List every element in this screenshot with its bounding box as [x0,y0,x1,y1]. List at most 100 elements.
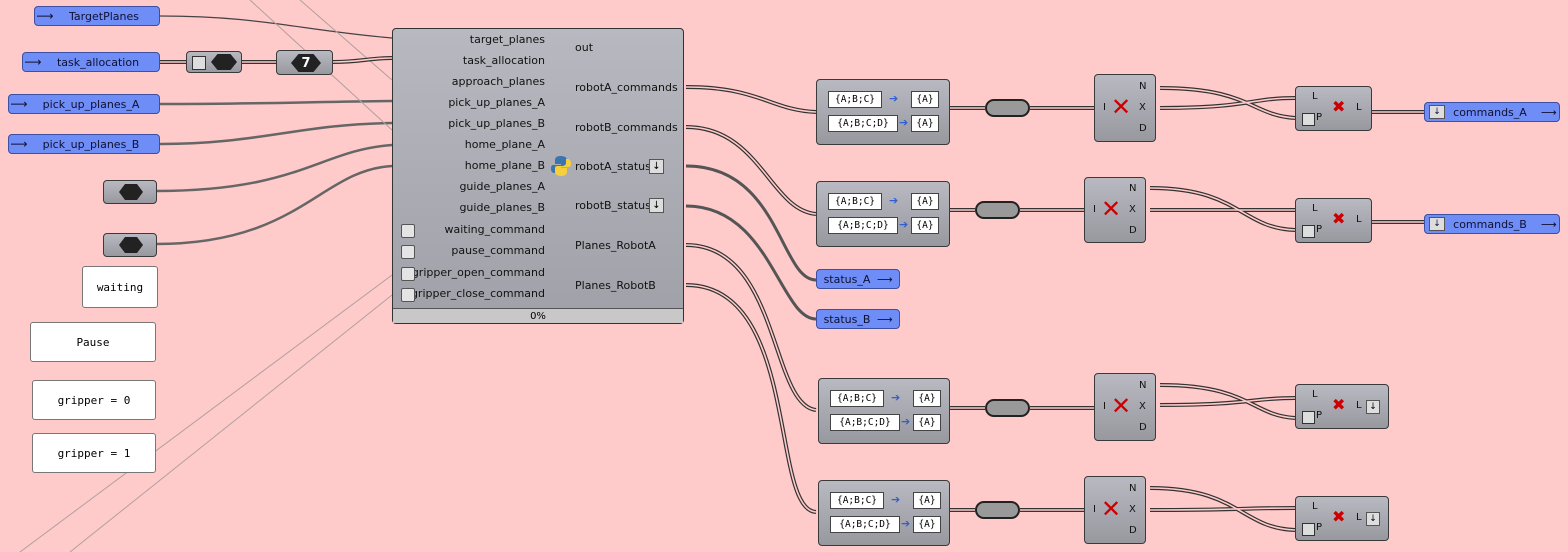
input-target-planes[interactable]: target_planes [469,33,545,46]
waiting-checkbox[interactable] [401,224,415,238]
gripper0-panel[interactable]: gripper = 0 [32,380,156,420]
python-component[interactable]: target_planes task_allocation approach_p… [392,28,684,324]
split-component-1[interactable]: I ✕ N X D [1094,74,1156,142]
path-target-b-text: {A} [918,393,936,404]
input-pause-command[interactable]: pause_command [451,244,545,257]
relay-2[interactable] [975,201,1020,219]
output-planes-robotb[interactable]: Planes_RobotB [575,279,656,292]
output-planes-robota[interactable]: Planes_RobotA [575,239,656,252]
arrow-icon: ⟶ [1541,105,1557,119]
list-item-x-icon: ✖ [1332,209,1346,228]
path-target-b-text: {A} [916,196,934,207]
path-target-d-text: {A} [918,417,936,428]
x-icon: ✕ [1111,93,1132,121]
number-component[interactable]: 7 [276,50,333,75]
path-source-c-text: {A;B;C;D} [839,417,891,428]
arrow-right-icon: ➔ [901,415,911,428]
number-hexagon-icon: 7 [291,54,321,72]
input-i-label: I [1093,504,1096,515]
input-task-allocation[interactable]: task_allocation [462,54,545,67]
path-mapper-1[interactable]: {A;B;C} ➔ {A} {A;B;C;D} ➔ {A} [816,79,950,145]
output-out[interactable]: out [575,41,594,54]
flatten-arrow-icon: ↓ [649,198,664,213]
arrow-icon: ⟶ [1541,217,1557,231]
input-pick-up-planes-b[interactable]: pick_up_planes_B [448,117,545,130]
relay-3[interactable] [985,399,1030,417]
input-l-label: L [1312,203,1318,214]
input-approach-planes[interactable]: approach_planes [451,75,545,88]
waiting-panel[interactable]: waiting [82,266,158,308]
output-l-label: L [1356,214,1362,225]
input-p-label: P [1316,224,1323,235]
relay-4[interactable] [975,501,1020,519]
path-mapper-4[interactable]: {A;B;C} ➔ {A} {A;B;C;D} ➔ {A} [818,480,950,546]
output-l-label: L [1356,102,1362,113]
status-b-label: status_B [823,312,871,326]
split-component-4[interactable]: I ✕ N X D [1084,476,1146,544]
commands-b-param[interactable]: ↓ commands_B ⟶ [1424,214,1560,234]
output-robota-status[interactable]: robotA_status [575,160,651,173]
input-l-label: L [1312,91,1318,102]
toggle-component-1[interactable] [103,180,157,204]
path-target-d-text: {A} [918,519,936,530]
path-target-d: {A} [911,217,939,234]
path-mapper-3[interactable]: {A;B;C} ➔ {A} {A;B;C;D} ➔ {A} [818,378,950,444]
number-value: 7 [301,55,311,71]
python-logo-icon [550,155,572,177]
path-source-c: {A;B;C;D} [828,217,898,234]
checkbox-icon [192,56,206,70]
pause-checkbox[interactable] [401,245,415,259]
gripper-close-checkbox[interactable] [401,288,415,302]
path-target-d: {A} [913,516,941,533]
pause-panel[interactable]: Pause [30,322,156,362]
status-b-param[interactable]: status_B ⟶ [816,309,900,329]
list-item-1[interactable]: L P ✖ L [1295,86,1372,131]
gripper1-panel[interactable]: gripper = 1 [32,433,156,473]
input-home-plane-a[interactable]: home_plane_A [464,138,545,151]
task-allocation-param[interactable]: ⟶ task_allocation [22,52,160,72]
output-n-label: N [1129,483,1137,494]
commands-a-param[interactable]: ↓ commands_A ⟶ [1424,102,1560,122]
path-mapper-2[interactable]: {A;B;C} ➔ {A} {A;B;C;D} ➔ {A} [816,181,950,247]
path-target-b: {A} [913,390,941,407]
arrow-icon: ⟶ [24,55,42,69]
split-component-2[interactable]: I ✕ N X D [1084,177,1146,243]
status-a-param[interactable]: status_A ⟶ [816,269,900,289]
input-guide-planes-b[interactable]: guide_planes_B [459,201,545,214]
arrow-right-icon: ➔ [889,92,899,105]
input-pick-up-planes-a[interactable]: pick_up_planes_A [448,96,545,109]
input-guide-planes-a[interactable]: guide_planes_A [459,180,545,193]
pause-panel-text: Pause [76,335,110,349]
split-component-3[interactable]: I ✕ N X D [1094,373,1156,441]
arrow-right-icon: ➔ [899,116,909,129]
output-robotb-commands[interactable]: robotB_commands [575,121,678,134]
path-source-a-text: {A;B;C} [836,495,878,506]
arrow-icon: ⟶ [877,312,893,326]
output-robota-commands[interactable]: robotA_commands [575,81,678,94]
relay-1[interactable] [985,99,1030,117]
output-x-label: X [1139,401,1146,412]
list-item-3[interactable]: L P ✖ L ↓ [1295,384,1389,429]
target-planes-param[interactable]: ⟶ TargetPlanes [34,6,160,26]
input-home-plane-b[interactable]: home_plane_B [464,159,545,172]
input-waiting-command[interactable]: waiting_command [444,223,545,236]
commands-b-label: commands_B [1453,217,1527,231]
flatten-arrow-icon: ↓ [1366,400,1380,414]
toggle-component-2[interactable] [103,233,157,257]
x-icon: ✕ [1111,392,1132,420]
list-item-4[interactable]: L P ✖ L ↓ [1295,496,1389,541]
input-gripper-open-command[interactable]: gripper_open_command [411,266,545,279]
pick-up-planes-a-param[interactable]: ⟶ pick_up_planes_A [8,94,160,114]
arrow-right-icon: ➔ [891,493,901,506]
pick-up-planes-b-param[interactable]: ⟶ pick_up_planes_B [8,134,160,154]
list-item-x-icon: ✖ [1332,507,1346,526]
toggle-icon [119,237,143,253]
output-robotb-status[interactable]: robotB_status [575,199,651,212]
checkbox-icon [1302,225,1315,238]
flatten-component[interactable] [186,51,242,73]
list-item-2[interactable]: L P ✖ L [1295,198,1372,243]
path-target-b: {A} [911,91,939,108]
input-gripper-close-command[interactable]: gripper_close_command [410,287,545,300]
gripper-open-checkbox[interactable] [401,267,415,281]
x-icon: ✕ [1101,195,1122,223]
